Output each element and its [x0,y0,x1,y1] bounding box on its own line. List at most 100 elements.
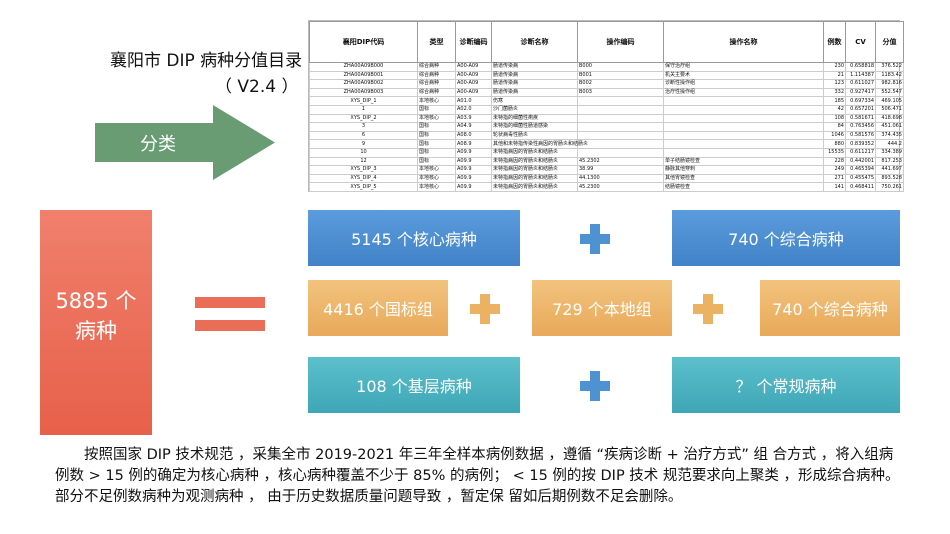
table-cell[interactable]: 249 [823,165,846,175]
table-cell[interactable]: 本地核心 [417,173,456,184]
table-cell[interactable]: 轮状病毒性肠炎 [491,130,578,141]
table-cell[interactable]: 伤寒 [491,96,578,106]
table-cell[interactable]: 未特指病因的胃肠炎和结肠炎 [491,147,578,158]
table-cell[interactable]: 未特指的细菌性肠道感染 [491,122,578,132]
sheet-header[interactable]: 类型 [417,21,456,63]
table-cell[interactable] [577,96,664,106]
table-cell[interactable]: A02.0 [455,104,492,115]
table-cell[interactable] [577,130,664,141]
table-cell[interactable]: A09.9 [455,156,492,167]
table-cell[interactable]: 0.658818 [845,62,876,72]
table-cell[interactable]: 185 [823,96,846,106]
table-cell[interactable]: 9 [309,139,418,149]
table-cell[interactable]: 0.455475 [845,173,876,184]
sheet-header[interactable]: 操作名称 [663,21,824,63]
table-cell[interactable]: A01.0 [455,96,492,106]
table-cell[interactable]: 肠道传染病 [491,87,578,98]
table-cell[interactable]: 0.611027 [845,79,876,89]
sheet-header[interactable]: 操作编码 [577,21,664,63]
table-cell[interactable]: 750.261 [875,182,904,192]
table-cell[interactable]: 817.253 [875,156,904,167]
table-cell[interactable]: A09.9 [455,173,492,184]
table-cell[interactable]: 0.581576 [845,130,876,141]
table-cell[interactable]: XYS_DIP_4 [309,173,418,184]
table-cell[interactable]: 本地核心 [417,182,456,192]
table-cell[interactable]: A00-A09 [455,79,492,89]
table-cell[interactable]: 国标 [417,104,456,115]
table-cell[interactable]: B003 [577,87,664,98]
table-cell[interactable]: 0.442001 [845,156,876,167]
table-cell[interactable]: B001 [577,70,664,81]
table-cell[interactable]: ZHA00A09B001 [309,70,418,81]
table-cell[interactable]: XYS_DIP_3 [309,165,418,175]
table-cell[interactable] [577,104,664,115]
table-cell[interactable]: XYS_DIP_5 [309,182,418,192]
table-cell[interactable]: ZHA00A09B003 [309,87,418,98]
table-cell[interactable]: A08.0 [455,130,492,141]
table-cell[interactable]: 沙门菌肠炎 [491,104,578,115]
table-cell[interactable]: 84 [823,122,846,132]
table-cell[interactable]: B000 [577,62,664,72]
table-cell[interactable]: 0.581671 [845,113,876,124]
table-cell[interactable]: 国标 [417,156,456,167]
table-cell[interactable]: 诊断性操作组 [663,79,824,89]
table-cell[interactable]: 其他和未特指传染性病因的胃肠炎和结肠炎 [491,139,589,149]
table-cell[interactable]: 21 [823,70,846,81]
table-cell[interactable]: 444.2 [875,139,904,149]
sheet-header[interactable]: 诊断名称 [491,21,578,63]
table-cell[interactable]: 治疗性操作组 [663,87,824,98]
table-cell[interactable]: A00-A09 [455,87,492,98]
table-cell[interactable]: A09.9 [455,182,492,192]
table-cell[interactable]: 228 [823,156,846,167]
table-cell[interactable]: 1 [309,104,418,115]
table-cell[interactable]: 本地核心 [417,165,456,175]
table-cell[interactable]: 肠道传染病 [491,62,578,72]
table-cell[interactable] [577,147,664,158]
table-cell[interactable]: 未特指病因的胃肠炎和结肠炎 [491,182,578,192]
table-cell[interactable]: 肠道传染病 [491,79,578,89]
table-cell[interactable]: 本地核心 [417,96,456,106]
table-cell[interactable]: XYS_DIP_1 [309,96,418,106]
table-cell[interactable]: 0.657201 [845,104,876,115]
table-cell[interactable]: 376.522 [875,62,904,72]
table-cell[interactable]: 未特指的细菌性痢疾 [491,113,578,124]
table-cell[interactable]: 141 [823,182,846,192]
table-cell[interactable]: 10 [309,147,418,158]
table-cell[interactable]: 418.698 [875,113,904,124]
table-cell[interactable]: 结肠镜检查 [663,182,824,192]
table-cell[interactable]: 0.839352 [845,139,876,149]
table-cell[interactable]: 0.611217 [845,147,876,158]
sheet-header[interactable]: CV [845,21,876,63]
table-cell[interactable]: XYS_DIP_2 [309,113,418,124]
sheet-header[interactable]: 诊断编码 [455,21,492,63]
table-cell[interactable]: 332 [823,87,846,98]
table-cell[interactable]: 45.2300 [577,182,664,192]
table-cell[interactable]: 综合病种 [417,87,456,98]
table-cell[interactable]: A09.9 [455,165,492,175]
table-cell[interactable] [663,104,824,115]
table-cell[interactable]: 3 [309,122,418,132]
table-cell[interactable]: 其他胃镜检查 [663,173,824,184]
table-cell[interactable]: 0.468411 [845,182,876,192]
table-cell[interactable]: 469.105 [875,96,904,106]
table-cell[interactable]: 未特指病因的胃肠炎和结肠炎 [491,165,578,175]
table-cell[interactable]: 0.763456 [845,122,876,132]
table-cell[interactable]: 本地核心 [417,113,456,124]
table-cell[interactable]: 334.389 [875,147,904,158]
table-cell[interactable]: 1183.42 [875,70,904,81]
table-cell[interactable]: 880 [823,139,846,149]
table-cell[interactable]: ZHA00A09B002 [309,79,418,89]
table-cell[interactable]: A04.9 [455,122,492,132]
table-cell[interactable]: 12 [309,156,418,167]
table-cell[interactable]: A00-A09 [455,62,492,72]
table-cell[interactable]: 保守治疗组 [663,62,824,72]
table-cell[interactable]: A09.9 [455,147,492,158]
table-cell[interactable]: 国标 [417,130,456,141]
table-cell[interactable]: 42 [823,104,846,115]
table-cell[interactable]: 1.114387 [845,70,876,81]
table-cell[interactable]: 机关主要术 [663,70,824,81]
table-cell[interactable] [577,113,664,124]
table-cell[interactable]: A08.9 [455,139,492,149]
table-cell[interactable]: 441.697 [875,165,904,175]
table-cell[interactable]: 982.816 [875,79,904,89]
